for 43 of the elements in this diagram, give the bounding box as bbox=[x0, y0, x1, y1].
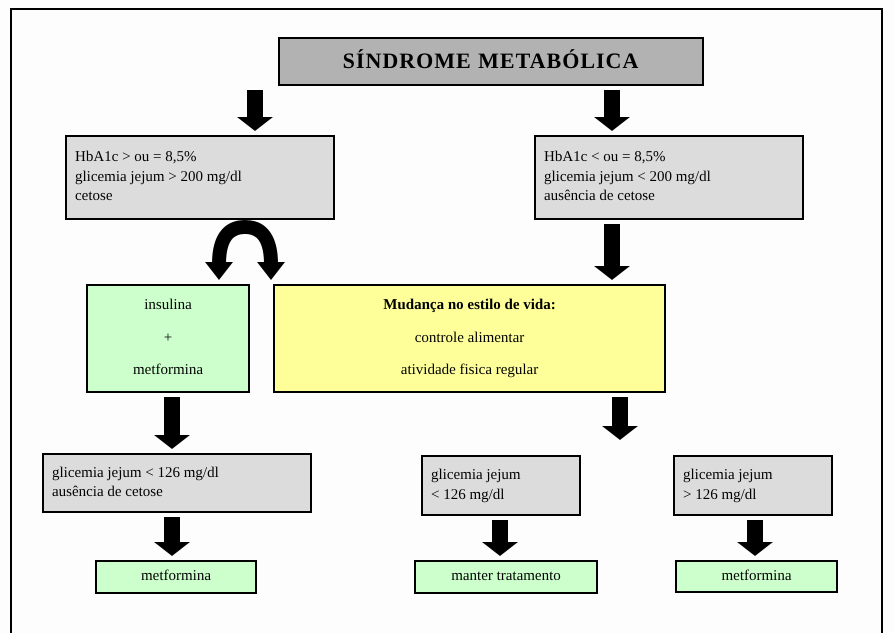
block-arrow bbox=[594, 90, 630, 131]
treatment-box bbox=[86, 284, 250, 393]
box-text: HbA1c < ou = 8,5% bbox=[544, 148, 666, 168]
box-text: Mudança no estilo de vida: bbox=[383, 296, 556, 316]
block-arrow bbox=[237, 90, 273, 131]
block-arrow bbox=[154, 517, 190, 556]
block-arrow bbox=[482, 520, 518, 556]
block-arrow bbox=[594, 224, 630, 280]
box-text: metformina bbox=[141, 567, 211, 586]
box-text: > 126 mg/dl bbox=[683, 486, 756, 504]
outcome-box bbox=[675, 560, 838, 593]
result-box bbox=[421, 455, 581, 516]
box-text: metformina bbox=[722, 566, 792, 586]
lifestyle-box bbox=[273, 284, 666, 393]
box-text: HbA1c > ou = 8,5% bbox=[75, 148, 196, 168]
box-text: SÍNDROME METABÓLICA bbox=[342, 47, 640, 76]
box-text: insulina bbox=[144, 296, 192, 316]
box-text: glicemia jejum bbox=[431, 466, 521, 485]
box-text: ausência de cetose bbox=[544, 187, 655, 206]
box-text: glicemia jejum > 200 mg/dl bbox=[75, 168, 242, 187]
box-text: < 126 mg/dl bbox=[431, 486, 504, 504]
box-text: glicemia jejum bbox=[683, 466, 773, 485]
block-arrow bbox=[154, 397, 190, 449]
outcome-box bbox=[95, 560, 257, 594]
curved-arrow bbox=[205, 220, 246, 280]
box-text: ausência de cetose bbox=[52, 483, 163, 502]
result-box bbox=[673, 455, 833, 516]
box-text: glicemia jejum < 126 mg/dl bbox=[52, 464, 219, 482]
block-arrow bbox=[737, 520, 773, 556]
box-text: atividade fisica regular bbox=[400, 361, 538, 380]
block-arrow bbox=[602, 397, 638, 440]
condition-box bbox=[65, 135, 335, 220]
title-box bbox=[278, 37, 704, 86]
box-text: metformina bbox=[133, 361, 203, 380]
outcome-box bbox=[414, 560, 598, 594]
result-box bbox=[42, 453, 312, 513]
condition-box bbox=[534, 135, 804, 220]
box-text: cetose bbox=[75, 187, 112, 206]
box-text: + bbox=[164, 328, 172, 348]
curved-arrow bbox=[244, 220, 285, 280]
box-text: manter tratamento bbox=[451, 567, 561, 586]
box-text: glicemia jejum < 200 mg/dl bbox=[544, 168, 711, 187]
box-text: controle alimentar bbox=[414, 328, 524, 348]
